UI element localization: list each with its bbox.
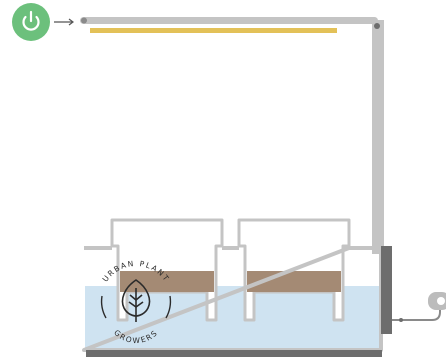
lamp-frame <box>80 17 384 254</box>
lamp-post <box>372 20 384 254</box>
planter-back-panel <box>381 246 392 334</box>
lamp-arm-end <box>81 17 87 24</box>
leaf-icon <box>121 279 151 322</box>
lamp-arm <box>80 17 378 24</box>
arrow-right-icon <box>54 18 74 26</box>
grow-light-strip <box>90 28 337 33</box>
power-cord <box>392 304 441 322</box>
plug-icon <box>428 292 446 310</box>
power-icon <box>22 10 40 31</box>
planter-base-shadow <box>86 350 382 357</box>
lamp-post-joint <box>374 23 380 29</box>
power-button[interactable] <box>12 3 50 41</box>
water-reservoir <box>85 286 380 348</box>
planter-base <box>82 246 392 357</box>
